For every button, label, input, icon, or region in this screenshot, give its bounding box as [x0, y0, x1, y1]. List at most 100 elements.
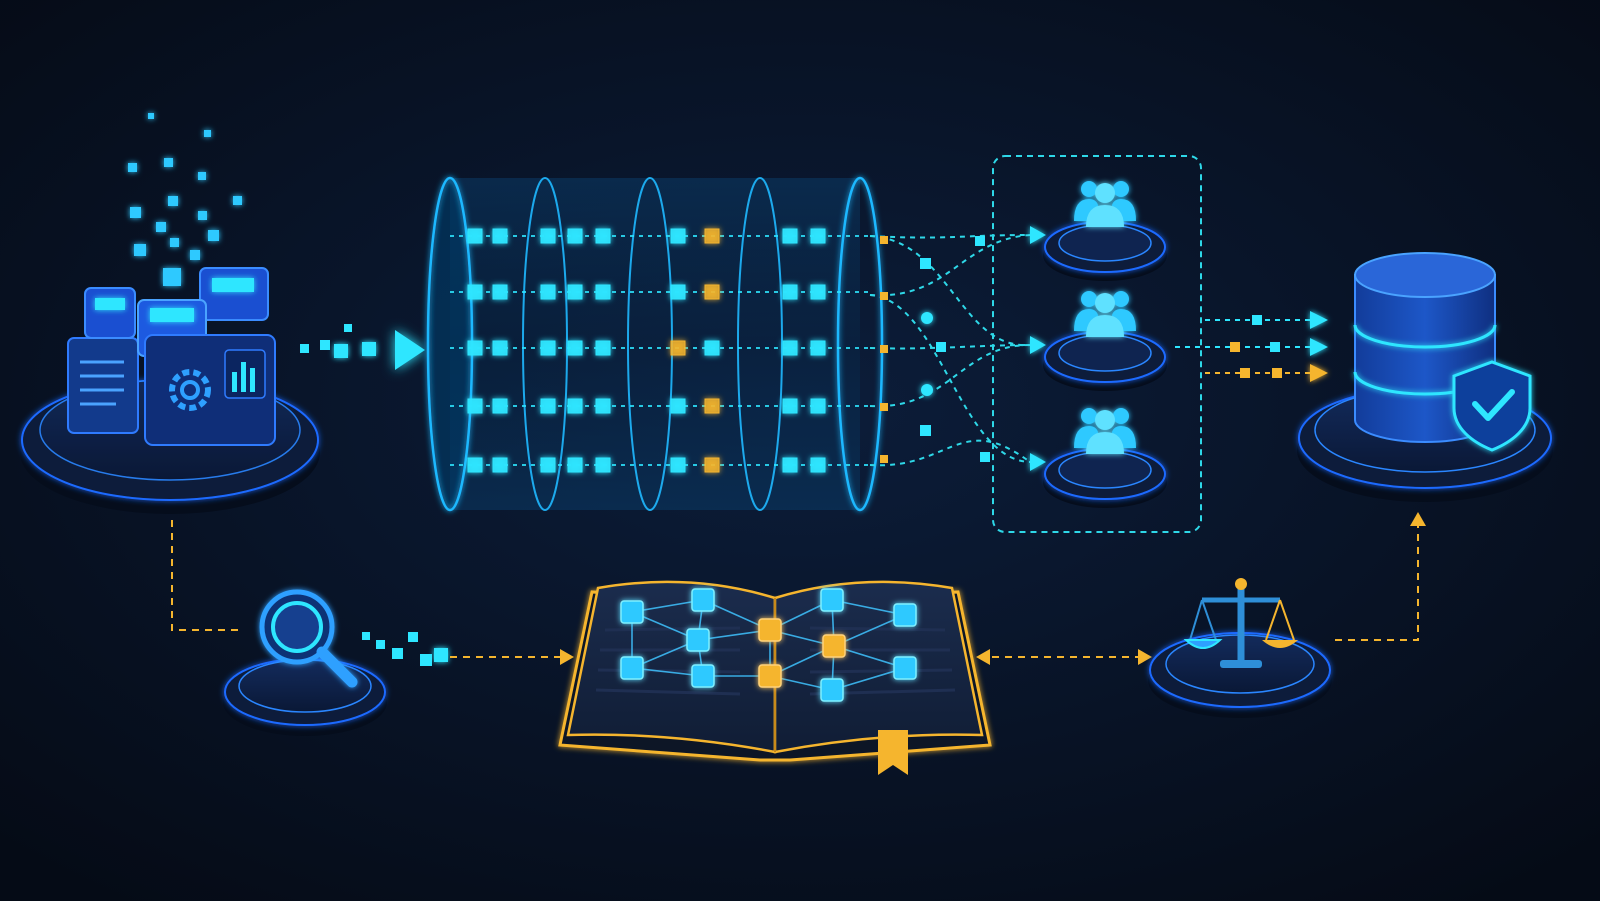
graph-edge [697, 629, 771, 641]
edge-source-to-search [171, 520, 240, 631]
data-packet [704, 457, 720, 473]
data-packet [540, 398, 556, 414]
arrow-head-icon [395, 330, 425, 370]
search-platform [223, 658, 387, 736]
data-packet [492, 284, 508, 300]
data-packet [670, 284, 686, 300]
edge-source-to-pipeline [280, 324, 425, 370]
search-node[interactable] [223, 589, 387, 736]
edge-groups-to-database [1175, 311, 1328, 382]
data-source-node[interactable] [20, 113, 320, 514]
data-packet [540, 284, 556, 300]
data-packet [595, 228, 611, 244]
data-packet [810, 457, 826, 473]
data-packet [670, 340, 686, 356]
data-packet [810, 228, 826, 244]
knowledge-book-node[interactable] [558, 580, 992, 775]
secure-database-node[interactable] [1297, 252, 1553, 502]
governance-platform [1148, 632, 1332, 718]
pipeline-lane [450, 457, 870, 473]
data-packet [492, 228, 508, 244]
graph-node [820, 588, 844, 612]
graph-node [893, 603, 917, 627]
data-packet [492, 398, 508, 414]
data-packet [704, 284, 720, 300]
data-packet [782, 228, 798, 244]
graph-node [620, 656, 644, 680]
data-packet [567, 457, 583, 473]
pipeline-lane [450, 228, 870, 244]
data-packet [670, 228, 686, 244]
graph-edge [831, 599, 906, 616]
data-packet [704, 340, 720, 356]
data-packet [704, 398, 720, 414]
edge-governance-to-database [1335, 512, 1426, 641]
data-packet [567, 228, 583, 244]
server-stack-icon [67, 267, 276, 446]
graph-edge [631, 599, 704, 613]
data-packet [595, 457, 611, 473]
data-packet [782, 284, 798, 300]
user-group-node[interactable] [1043, 291, 1167, 391]
pipeline-node[interactable] [426, 176, 884, 512]
user-group-node[interactable] [1043, 408, 1167, 508]
graph-node [822, 634, 846, 658]
edge-book-to-governance [976, 649, 1152, 665]
graph-node [893, 656, 917, 680]
balance-scale-icon [1183, 578, 1298, 668]
data-packet [670, 457, 686, 473]
pipeline-lane [450, 398, 870, 414]
data-packet [782, 457, 798, 473]
graph-node [620, 600, 644, 624]
fanout-packets [880, 236, 990, 463]
graph-edge [631, 667, 704, 677]
graph-node [691, 588, 715, 612]
data-packet [467, 284, 483, 300]
graph-node [686, 628, 710, 652]
knowledge-graph [620, 588, 917, 702]
data-packet [567, 398, 583, 414]
user-group-node[interactable] [1043, 181, 1167, 281]
data-packet [467, 398, 483, 414]
pipeline-lane [450, 340, 870, 356]
data-packet [595, 284, 611, 300]
group-arrowheads [1030, 226, 1046, 471]
data-packet [467, 457, 483, 473]
users-icon [1074, 291, 1136, 337]
data-packet [540, 340, 556, 356]
edge-search-to-book [362, 632, 574, 666]
graph-edge [833, 645, 906, 669]
data-packet [492, 457, 508, 473]
data-packet [540, 228, 556, 244]
data-packet [670, 398, 686, 414]
groups-container [992, 155, 1202, 533]
pipeline-lanes [450, 228, 870, 473]
magnifier-icon [259, 589, 358, 688]
data-packet [567, 284, 583, 300]
data-packet [782, 340, 798, 356]
data-packet [704, 228, 720, 244]
edge-pipeline-to-groups [869, 234, 1031, 467]
data-packet [782, 398, 798, 414]
data-packet [810, 340, 826, 356]
data-packet [467, 228, 483, 244]
graph-node [758, 618, 782, 642]
database-shield-icon [1353, 252, 1532, 452]
users-icon [1074, 408, 1136, 454]
graph-node [758, 664, 782, 688]
governance-node[interactable] [1148, 578, 1332, 718]
pipeline-lane [450, 284, 870, 300]
data-packet [810, 398, 826, 414]
graph-node [691, 664, 715, 688]
data-packet [540, 457, 556, 473]
graph-node [820, 678, 844, 702]
data-packet [467, 340, 483, 356]
users-icon [1074, 181, 1136, 227]
data-packet [595, 398, 611, 414]
data-packet [492, 340, 508, 356]
floating-data-cubes [128, 113, 242, 286]
bookmark-icon [878, 730, 908, 775]
data-packet [567, 340, 583, 356]
